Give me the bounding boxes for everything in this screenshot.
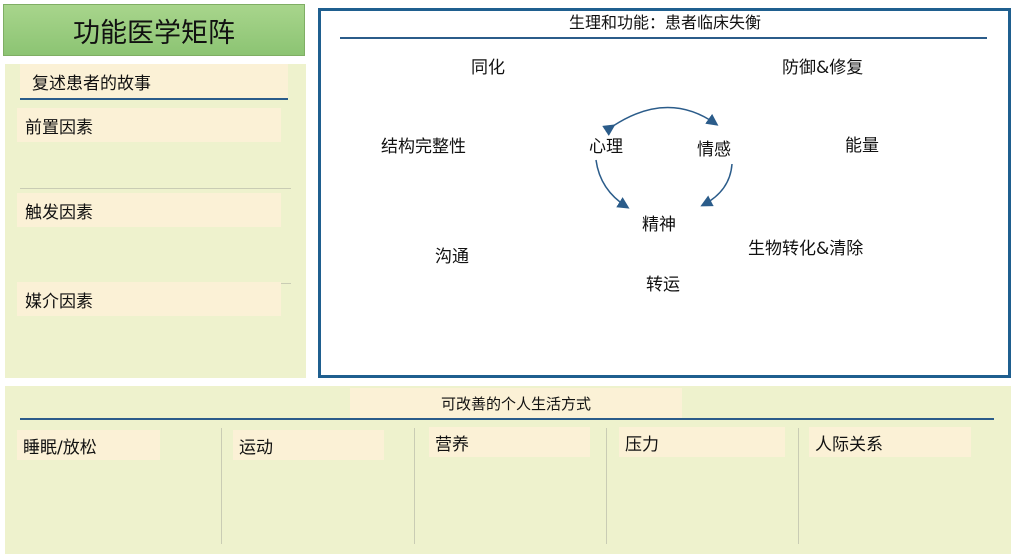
node-spiritual: 精神: [642, 215, 676, 235]
page-title: 功能医学矩阵: [3, 4, 305, 56]
cycle-arrows: [595, 106, 733, 209]
story-item-antecedents: 前置因素: [17, 108, 281, 142]
lifestyle-title: 可改善的个人生活方式: [350, 388, 682, 418]
physiology-title-rule: [340, 37, 987, 39]
node-mental: 心理: [589, 137, 623, 157]
column-divider: [606, 428, 607, 544]
physiology-frame: [318, 8, 1011, 378]
node-emotional: 情感: [697, 140, 731, 160]
story-header: 复述患者的故事: [20, 64, 288, 100]
arrow-mental-to-spiritual: [595, 159, 630, 209]
column-divider: [414, 428, 415, 544]
lifestyle-item-stress: 压力: [619, 427, 785, 457]
lifestyle-item-relationships: 人际关系: [809, 427, 971, 457]
node-defense-repair: 防御&修复: [782, 58, 864, 78]
column-divider: [798, 428, 799, 544]
column-divider: [221, 428, 222, 544]
node-structural-integrity: 结构完整性: [381, 137, 466, 157]
node-assimilation: 同化: [471, 58, 505, 78]
story-item-mediators: 媒介因素: [17, 282, 281, 316]
story-divider: [281, 283, 291, 284]
lifestyle-item-exercise: 运动: [233, 430, 384, 460]
node-biotransformation: 生物转化&清除: [748, 239, 864, 259]
node-transport: 转运: [646, 275, 680, 295]
node-communication: 沟通: [435, 247, 469, 267]
lifestyle-item-sleep: 睡眠/放松: [17, 430, 160, 460]
node-energy: 能量: [845, 136, 879, 156]
lifestyle-title-rule: [20, 418, 994, 420]
story-item-triggers: 触发因素: [17, 193, 281, 227]
arrow-emotional-to-spiritual: [700, 163, 733, 207]
lifestyle-item-nutrition: 营养: [429, 427, 590, 457]
physiology-title: 生理和功能：患者临床失衡: [568, 13, 761, 32]
story-divider: [20, 188, 291, 189]
arrow-mental-to-emotional: [602, 106, 719, 136]
